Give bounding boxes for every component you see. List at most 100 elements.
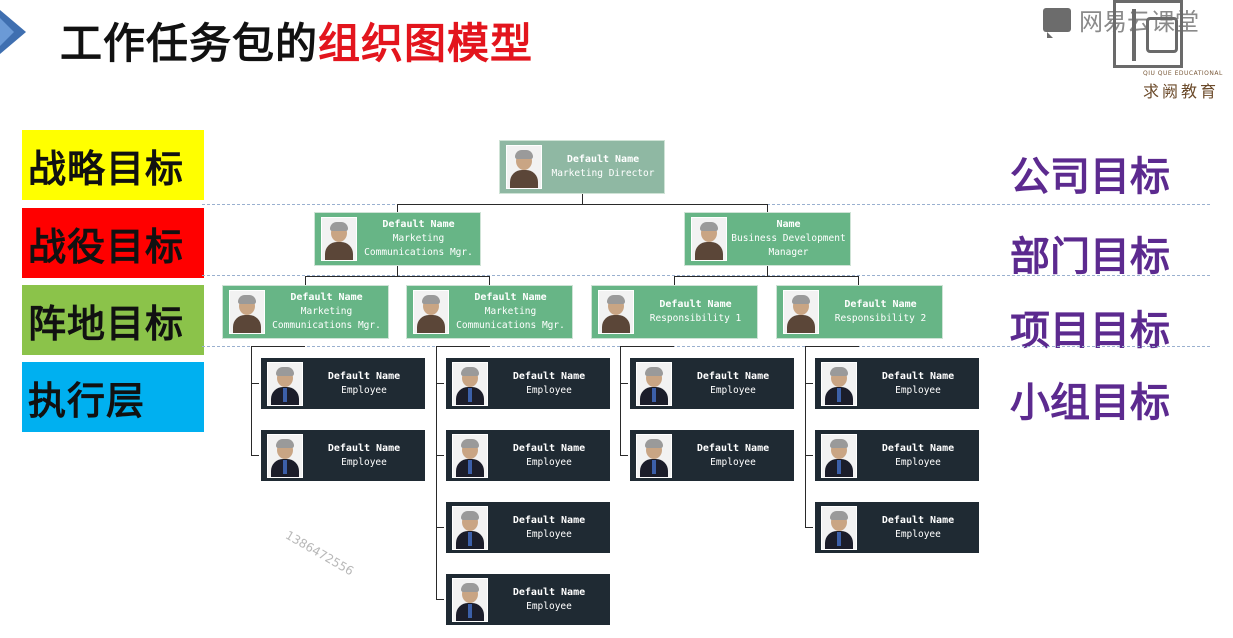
wangyi-logo: 网易云课堂 [1043, 2, 1199, 38]
connector-line [767, 266, 768, 276]
person-suit-avatar-icon [636, 361, 672, 406]
person-avatar-icon [691, 217, 727, 261]
connector-line [251, 346, 305, 347]
org-card-manager[interactable]: Name Business Development Manager [684, 212, 851, 266]
org-card-lead[interactable]: Default Name Marketing Communications Mg… [406, 285, 573, 339]
org-card-lead[interactable]: Default Name Marketing Communications Mg… [222, 285, 389, 339]
org-card-employee[interactable]: Default Name Employee [628, 356, 796, 411]
watermark-text: 1386472556 [283, 528, 357, 579]
connector-line [767, 204, 768, 212]
org-card-employee[interactable]: Default Name Employee [813, 500, 981, 555]
connector-line [620, 346, 621, 456]
org-card-name: Default Name [566, 154, 640, 165]
org-card-name: Default Name [290, 292, 363, 303]
org-card-role: Marketing [392, 233, 445, 244]
org-card-lead[interactable]: Default Name Responsibility 1 [591, 285, 758, 339]
page-title: 工作任务包的组织图模型 [60, 10, 533, 71]
connector-line [620, 346, 674, 347]
org-card-employee[interactable]: Default Name Employee [813, 428, 981, 483]
org-card-role: Employee [710, 456, 756, 468]
org-card-role: Marketing [300, 306, 353, 317]
org-card-text: Default Name Employee [857, 370, 979, 398]
org-card-text: Default Name Employee [303, 370, 425, 398]
connector-line [436, 527, 446, 528]
org-card-employee[interactable]: Default Name Employee [259, 356, 427, 411]
goal-label-project: 项目目标 [1010, 308, 1170, 354]
org-card-role: Business Development [731, 233, 846, 244]
org-card-name: Default Name [844, 299, 917, 310]
org-card-text: Default Name Employee [488, 514, 610, 542]
org-card-name: Default Name [327, 442, 401, 454]
org-card-employee[interactable]: Default Name Employee [813, 356, 981, 411]
org-card-role-line2: Communications Mgr. [272, 320, 381, 331]
org-card-name: Default Name [881, 514, 955, 526]
org-card-text: Default Name Marketing Communications Mg… [265, 291, 388, 333]
org-card-text: Default Name Marketing Communications Mg… [449, 291, 572, 333]
org-card-employee[interactable]: Default Name Employee [444, 572, 612, 627]
org-card-employee[interactable]: Default Name Employee [444, 500, 612, 555]
org-card-lead[interactable]: Default Name Responsibility 2 [776, 285, 943, 339]
org-card-director[interactable]: Default Name Marketing Director [499, 140, 665, 194]
org-card-text: Default Name Employee [857, 514, 979, 542]
connector-line [582, 194, 583, 204]
wangyi-logo-text: 网易云课堂 [1079, 8, 1199, 36]
connector-line [674, 276, 858, 277]
connector-line [436, 383, 446, 384]
person-avatar-icon [229, 290, 265, 334]
org-card-employee[interactable]: Default Name Employee [444, 356, 612, 411]
org-card-employee[interactable]: Default Name Employee [444, 428, 612, 483]
org-card-text: Default Name Employee [488, 442, 610, 470]
qiuque-seal-logo [1113, 0, 1183, 68]
org-card-role-line2: Communications Mgr. [364, 247, 473, 258]
org-card-name: Name [776, 219, 801, 230]
person-avatar-icon [783, 290, 819, 334]
goal-label-team: 小组目标 [1010, 380, 1170, 426]
person-suit-avatar-icon [267, 433, 303, 478]
connector-line [397, 204, 398, 212]
connector-line [489, 276, 490, 285]
connector-line [305, 276, 489, 277]
org-card-role: Responsibility 2 [834, 313, 927, 324]
org-card-name: Default Name [659, 299, 732, 310]
org-card-name: Default Name [881, 370, 955, 382]
logo-area: 网易云课堂 QIU QUE EDUCATIONAL 求阙教育 [1013, 0, 1233, 110]
org-card-role: Employee [341, 456, 387, 468]
org-card-role: Employee [341, 384, 387, 396]
connector-line [305, 276, 306, 285]
person-suit-avatar-icon [636, 433, 672, 478]
org-card-manager[interactable]: Default Name Marketing Communications Mg… [314, 212, 481, 266]
org-card-name: Default Name [382, 219, 455, 230]
org-card-text: Name Business Development Manager [727, 218, 850, 260]
org-card-role: Employee [526, 384, 572, 396]
connector-line [436, 346, 437, 600]
person-suit-avatar-icon [821, 505, 857, 550]
org-card-text: Default Name Responsibility 1 [634, 298, 757, 326]
org-card-employee[interactable]: Default Name Employee [628, 428, 796, 483]
connector-line [858, 276, 859, 285]
org-card-role: Employee [710, 384, 756, 396]
person-suit-avatar-icon [821, 361, 857, 406]
qiuque-chinese-text: 求阙教育 [1143, 82, 1220, 101]
chat-bubble-icon [1043, 7, 1071, 38]
org-card-role: Employee [895, 528, 941, 540]
org-card-name: Default Name [327, 370, 401, 382]
org-card-text: Default Name Employee [857, 442, 979, 470]
org-card-name: Default Name [696, 370, 770, 382]
connector-line [620, 383, 630, 384]
org-card-role-line2: Manager [768, 247, 809, 258]
org-card-role: Marketing [484, 306, 537, 317]
org-card-name: Default Name [696, 442, 770, 454]
person-avatar-icon [321, 217, 357, 261]
org-card-role: Employee [895, 384, 941, 396]
title-arrow-inner [0, 18, 14, 46]
org-card-text: Default Name Employee [488, 586, 610, 614]
connector-line [674, 276, 675, 285]
org-card-text: Default Name Employee [672, 442, 794, 470]
person-suit-avatar-icon [452, 433, 488, 478]
org-card-name: Default Name [512, 442, 586, 454]
level-label-position: 阵地目标 [22, 285, 204, 355]
org-card-text: Default Name Marketing Communications Mg… [357, 218, 480, 260]
connector-line [436, 455, 446, 456]
org-card-employee[interactable]: Default Name Employee [259, 428, 427, 483]
org-card-name: Default Name [512, 514, 586, 526]
